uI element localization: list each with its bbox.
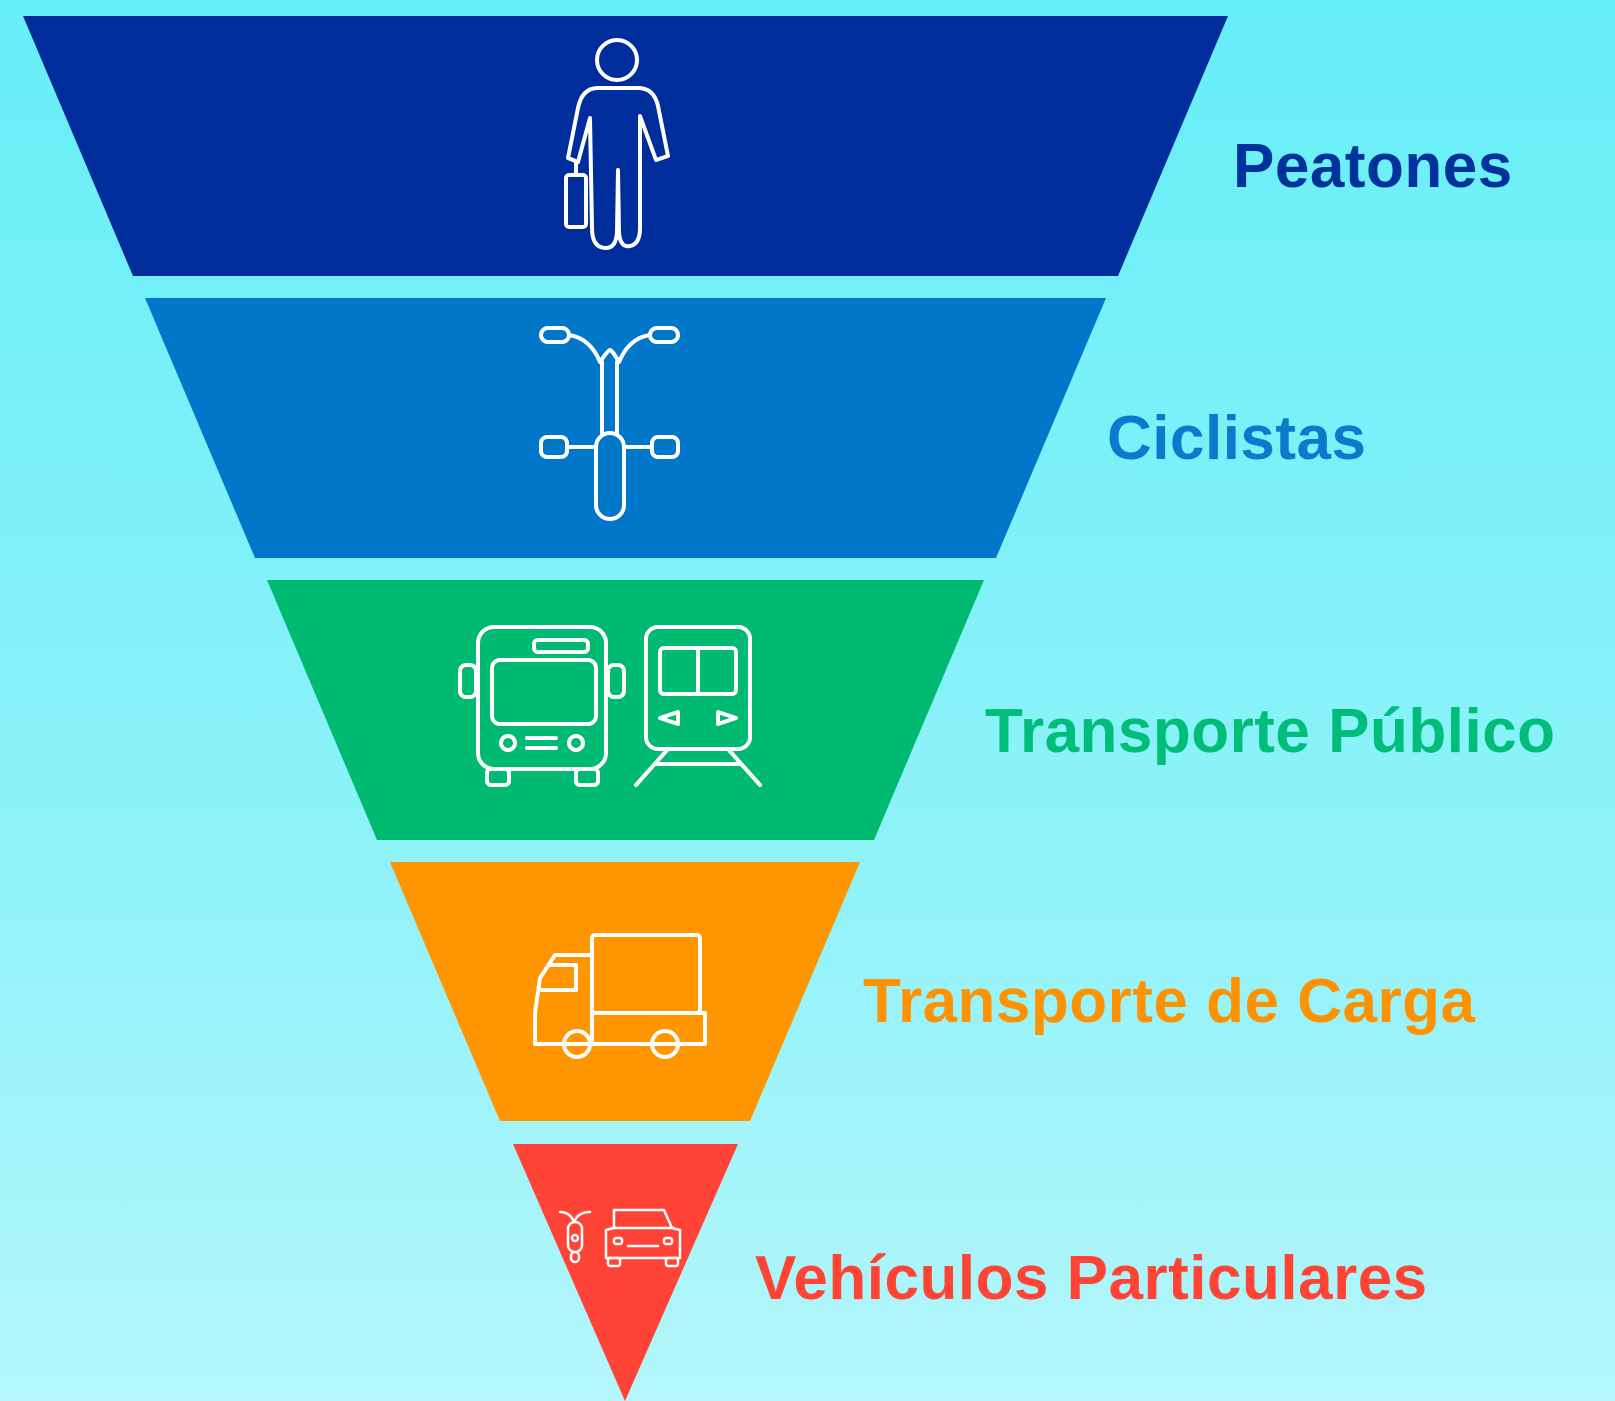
tier-label-vehiculos-particulares: Vehículos Particulares bbox=[755, 1244, 1428, 1313]
tier-label-transporte-publico: Transporte Público bbox=[985, 697, 1556, 766]
tier-label-ciclistas: Ciclistas bbox=[1107, 404, 1367, 473]
tier-label-peatones: Peatones bbox=[1233, 132, 1513, 201]
tier-band-ciclistas bbox=[145, 298, 1106, 558]
tier-band-vehiculos-particulares bbox=[513, 1144, 738, 1401]
scooter-and-car-icon bbox=[558, 1208, 682, 1268]
tier-band-transporte-publico bbox=[267, 580, 984, 840]
tier-label-transporte-de-carga: Transporte de Carga bbox=[863, 967, 1476, 1036]
truck-icon bbox=[533, 933, 707, 1059]
tier-band-transporte-de-carga bbox=[390, 862, 860, 1121]
bus-and-train-icon bbox=[458, 625, 762, 787]
tier-band-peatones bbox=[23, 16, 1228, 276]
bicycle-icon bbox=[539, 326, 680, 521]
pedestrian-icon bbox=[564, 38, 670, 250]
